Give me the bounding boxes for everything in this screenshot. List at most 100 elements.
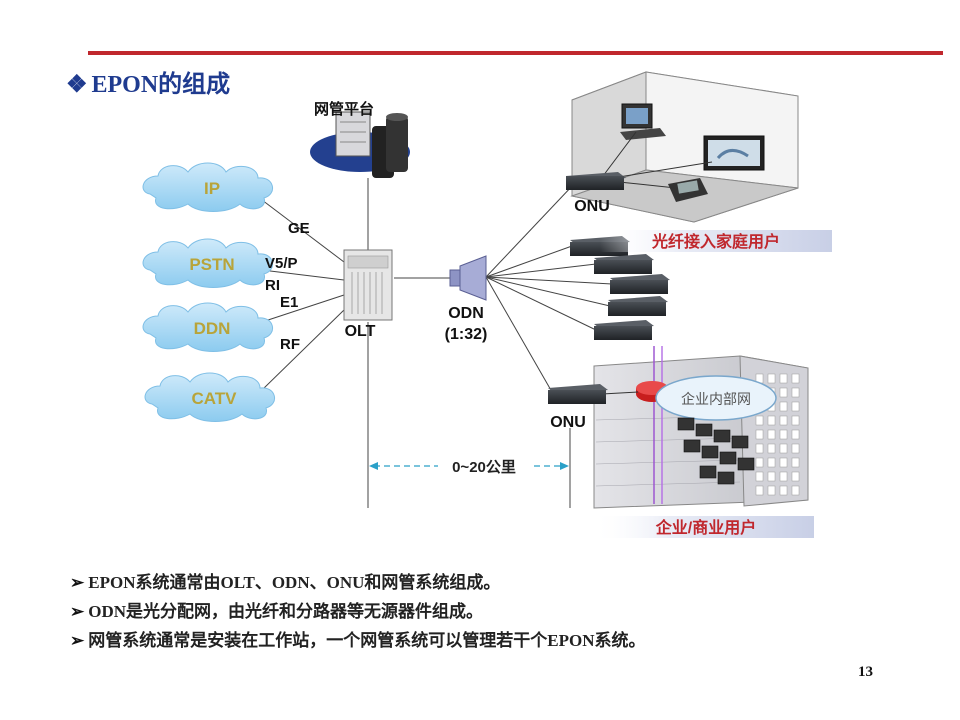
home-phone-icon <box>668 178 708 202</box>
link-odn-onu-home <box>485 183 575 278</box>
olt-label: OLT <box>345 323 376 340</box>
building-window <box>791 443 800 454</box>
bullet-item: ➢ODN是光分配网，由光纤和分路器等无源器件组成。 <box>70 597 645 626</box>
service-clouds: IP PSTN DDN CATV <box>142 162 275 422</box>
enterprise-network-cloud: 企业内部网 <box>655 375 777 421</box>
building-window <box>779 471 788 482</box>
building-window <box>755 485 764 496</box>
building-window <box>791 401 800 412</box>
onu-device-2 <box>594 254 654 274</box>
nms-platform: 网管平台 <box>310 100 410 178</box>
odn-splitter: ODN (1:32) <box>445 255 488 343</box>
enterprise-network-label: 企业内部网 <box>681 391 751 407</box>
building-window <box>779 415 788 426</box>
business-users-banner: 企业/商业用户 <box>592 516 814 538</box>
building-window <box>755 457 764 468</box>
interface-v5-line2: RI <box>265 277 280 294</box>
odn-label: ODN <box>448 305 484 322</box>
bullet-text: 网管系统通常是安装在工作站，一个网管系统可以管理若干个EPON系统。 <box>88 631 646 650</box>
building-window <box>767 471 776 482</box>
distance-label: 0~20公里 <box>452 459 516 476</box>
cloud-label-catv: CATV <box>191 389 237 408</box>
building-window <box>779 387 788 398</box>
onu-device-3 <box>610 274 670 294</box>
building-window <box>791 485 800 496</box>
onu-device-5 <box>594 320 654 340</box>
link-odn-onu-4 <box>485 276 611 307</box>
home-users-banner: 光纤接入家庭用户 <box>600 230 832 252</box>
link-catv-olt <box>261 309 345 391</box>
onu-device-4 <box>608 296 668 316</box>
building-window <box>779 429 788 440</box>
link-odn-onu-biz <box>485 276 553 393</box>
onu-home-label: ONU <box>574 198 610 215</box>
cloud-catv: CATV <box>144 372 275 422</box>
link-pstn-olt <box>261 269 345 281</box>
building-window <box>779 457 788 468</box>
building-window <box>791 471 800 482</box>
link-odn-onu-5 <box>485 276 597 331</box>
building-window <box>767 485 776 496</box>
building-window <box>791 429 800 440</box>
interface-e1: E1 <box>280 294 298 311</box>
page-title-text: EPON的组成 <box>91 72 231 98</box>
business-users-label: 企业/商业用户 <box>655 518 756 537</box>
interface-rf: RF <box>280 336 300 353</box>
bullet-item: ➢EPON系统通常由OLT、ODN、ONU和网管系统组成。 <box>70 568 645 597</box>
building-window <box>755 415 764 426</box>
onu-biz-label: ONU <box>550 414 586 431</box>
cloud-ddn: DDN <box>142 302 273 352</box>
odn-ratio: (1:32) <box>445 326 488 343</box>
links <box>261 178 613 508</box>
building-window <box>767 429 776 440</box>
home-house <box>570 71 799 223</box>
building-window <box>791 373 800 384</box>
bullet-text: EPON系统通常由OLT、ODN、ONU和网管系统组成。 <box>88 573 501 592</box>
home-pc-icon <box>620 103 666 140</box>
nms-label: 网管平台 <box>314 100 374 118</box>
onu-biz-device: ONU <box>548 384 608 431</box>
title-rule <box>88 51 943 55</box>
building-window <box>779 373 788 384</box>
bullet-arrow-icon: ➢ <box>70 573 85 592</box>
cloud-pstn: PSTN <box>142 238 273 288</box>
home-tv-icon <box>703 135 765 171</box>
building-window <box>755 471 764 482</box>
link-odn-onu-3 <box>485 276 613 285</box>
building-window <box>791 387 800 398</box>
bullet-arrow-icon: ➢ <box>70 602 85 621</box>
bullet-text: ODN是光分配网，由光纤和分路器等无源器件组成。 <box>88 602 484 621</box>
page-number: 13 <box>858 664 873 680</box>
interface-v5-line1: V5/P <box>265 255 298 272</box>
building-floor-line <box>595 481 741 487</box>
link-odn-onu-2 <box>485 263 597 278</box>
building-window <box>791 457 800 468</box>
link-ddn-olt <box>261 294 345 323</box>
link-odn-onu-1 <box>485 245 573 278</box>
page-title: ❖EPON的组成 <box>66 64 230 99</box>
cloud-label-ip: IP <box>204 179 220 198</box>
distance-arrow: 0~20公里 <box>369 455 569 477</box>
cloud-ip: IP <box>142 162 273 212</box>
cloud-label-pstn: PSTN <box>189 255 234 274</box>
title-bullet-icon: ❖ <box>66 72 88 98</box>
building-floor-line <box>595 459 741 465</box>
interface-ge: GE <box>288 220 310 237</box>
building-window <box>767 457 776 468</box>
bullet-item: ➢网管系统通常是安装在工作站，一个网管系统可以管理若干个EPON系统。 <box>70 626 645 655</box>
link-ip-olt <box>261 199 345 263</box>
olt-device: OLT <box>343 249 393 340</box>
building-window <box>779 401 788 412</box>
bullet-arrow-icon: ➢ <box>70 631 85 650</box>
building-window <box>755 429 764 440</box>
onu-home-device: ONU <box>566 172 626 215</box>
cloud-label-ddn: DDN <box>194 319 231 338</box>
building-window <box>791 415 800 426</box>
home-users-label: 光纤接入家庭用户 <box>651 232 780 251</box>
workstation-cluster-icon <box>677 417 755 485</box>
enterprise-building: 企业内部网 <box>593 346 809 509</box>
building-window <box>767 443 776 454</box>
building-window <box>779 443 788 454</box>
building-window <box>779 485 788 496</box>
